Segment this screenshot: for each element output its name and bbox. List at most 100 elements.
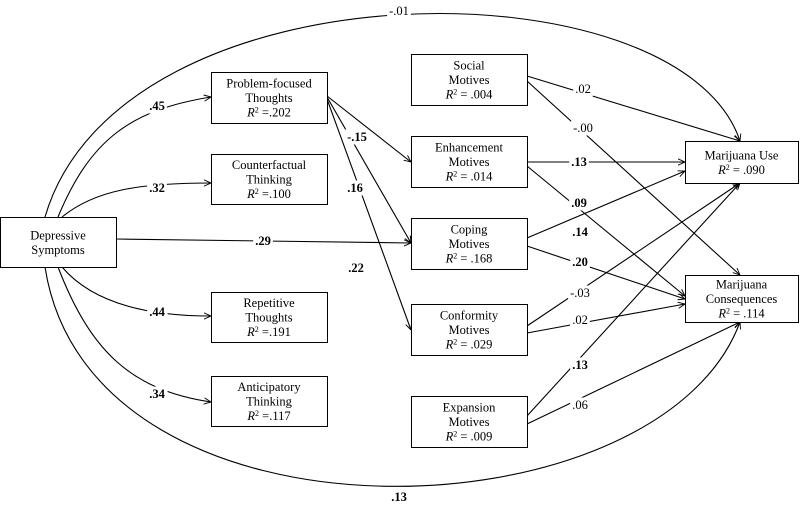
node-label-problem-0: Problem-focused — [226, 77, 312, 91]
coefficient-labels-layer: -.01.45.32.29.44.34.13-.15.16.22.02-.00.… — [147, 3, 595, 505]
coefficient-background — [570, 397, 590, 413]
coefficient-background — [389, 489, 409, 505]
node-label-anticipatory-0: Anticipatory — [237, 380, 301, 394]
coefficient-dep-consequences: .13 — [389, 489, 409, 505]
node-box-expansion — [411, 396, 528, 448]
coefficient-label-problem-conformity: .22 — [348, 261, 364, 275]
node-r2-use: R2 = .090 — [717, 162, 765, 177]
node-label-conformity-0: Conformity — [440, 309, 499, 323]
coefficient-background — [570, 357, 590, 373]
coefficient-background — [345, 129, 369, 145]
node-box-use — [685, 141, 799, 184]
coefficient-background — [569, 195, 589, 211]
path-conformity-consequences — [526, 304, 685, 334]
coefficient-label-social-consequences: -.00 — [573, 121, 593, 135]
coefficient-social-consequences: -.00 — [571, 120, 595, 136]
node-label-depressive-0: Depressive — [30, 228, 86, 242]
r2-symbol: R — [445, 88, 454, 102]
arrow-problem-conformity — [326, 98, 411, 330]
coefficient-background — [570, 254, 590, 270]
coefficient-coping-use: .14 — [570, 224, 591, 240]
node-r2-coping: R2 = .168 — [445, 251, 493, 266]
r2-symbol: R — [246, 187, 255, 201]
coefficient-background — [568, 285, 592, 301]
node-box-counterfactual — [211, 154, 328, 205]
coefficient-enhancement-use: .13 — [569, 154, 589, 170]
node-label-coping-1: Motives — [449, 237, 490, 251]
coefficient-background — [345, 180, 365, 196]
r2-exponent: 2 — [453, 429, 457, 438]
r2-exponent: 2 — [453, 87, 457, 96]
coefficient-problem-enhancement: -.15 — [345, 129, 369, 145]
coefficient-background — [570, 312, 590, 328]
node-box-enhancement — [411, 136, 528, 188]
path-conformity-use — [526, 183, 740, 327]
path-social-use — [526, 75, 740, 141]
coefficient-label-dep-problem: .45 — [149, 99, 165, 113]
path-problem-enhancement — [326, 95, 411, 162]
r2-exponent: 2 — [453, 251, 457, 260]
path-problem-conformity — [326, 98, 411, 330]
node-label-enhancement-0: Enhancement — [435, 141, 504, 155]
coefficient-label-conformity-consequences: .02 — [572, 313, 588, 327]
arrow-social-consequences — [526, 80, 740, 275]
node-box-social — [411, 54, 528, 106]
node-box-anticipatory — [211, 376, 328, 427]
arrow-expansion-use — [526, 183, 740, 417]
arrow-enhancement-consequences — [526, 165, 685, 296]
coefficient-expansion-use: .13 — [570, 357, 590, 373]
node-r2-social: R2 = .004 — [445, 87, 494, 102]
coefficient-enhancement-consequences: .09 — [569, 195, 589, 211]
r2-symbol: R — [717, 307, 726, 321]
nodes-layer: DepressiveSymptomsProblem-focusedThought… — [0, 54, 799, 448]
coefficient-conformity-consequences: .02 — [570, 312, 590, 328]
node-label-social-1: Motives — [449, 73, 490, 87]
path-dep-consequences — [44, 266, 740, 487]
arrow-social-use — [526, 75, 740, 141]
coefficient-background — [147, 304, 168, 320]
coefficient-background — [387, 3, 411, 19]
r2-exponent: 2 — [255, 409, 259, 418]
node-r2-counterfactual: R2 =.100 — [246, 187, 291, 202]
coefficient-label-enhancement-use: .13 — [571, 155, 587, 169]
r2-exponent: 2 — [726, 162, 730, 171]
coefficient-background — [346, 260, 366, 276]
coefficient-dep-coping: .29 — [253, 233, 273, 249]
path-coping-use — [526, 171, 685, 239]
r2-exponent: 2 — [726, 306, 730, 315]
r2-exponent: 2 — [453, 337, 457, 346]
coefficient-background — [570, 224, 591, 240]
path-expansion-consequences — [526, 321, 740, 425]
node-label-conformity-1: Motives — [449, 323, 490, 337]
r2-value: = .114 — [730, 307, 765, 321]
node-box-problem — [211, 72, 328, 124]
arrow-dep-consequences — [44, 266, 740, 487]
node-label-anticipatory-1: Thinking — [246, 395, 293, 409]
node-label-repetitive-1: Thoughts — [245, 311, 292, 325]
path-dep-problem — [57, 97, 211, 218]
r2-exponent: 2 — [255, 105, 259, 114]
arrow-problem-enhancement — [326, 95, 411, 162]
r2-value: = .004 — [457, 88, 493, 102]
node-box-coping — [411, 218, 528, 270]
path-dep-counterfactual — [61, 183, 211, 218]
node-label-social-0: Social — [453, 59, 485, 73]
r2-value: = .014 — [457, 170, 493, 184]
coefficient-label-conformity-use: -.03 — [570, 286, 590, 300]
node-label-expansion-0: Expansion — [443, 401, 497, 415]
node-label-repetitive-0: Repetitive — [243, 296, 295, 310]
arrow-dep-anticipatory — [57, 266, 211, 402]
node-label-coping-0: Coping — [451, 223, 489, 237]
node-label-consequences-0: Marijuana — [716, 278, 768, 292]
coefficient-label-dep-use: -.01 — [389, 4, 409, 18]
path-dep-anticipatory — [57, 266, 211, 402]
coefficient-dep-anticipatory: .34 — [147, 386, 168, 402]
r2-symbol: R — [445, 252, 454, 266]
